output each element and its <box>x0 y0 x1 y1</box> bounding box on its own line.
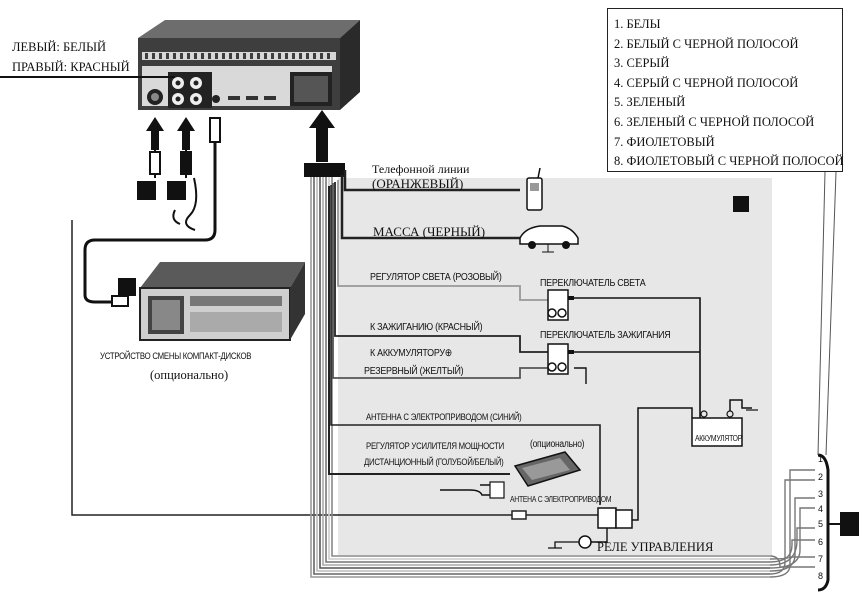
phone-icon <box>526 167 543 211</box>
power-antenna-label: АНТЕНА С ЭЛЕКТРОПРИВОДОМ <box>510 494 612 504</box>
light-regulator-label: РЕГУЛЯТОР СВЕТА (РОЗОВЫЙ) <box>370 271 502 283</box>
wire-color-legend: 1. БЕЛЫ 2. БЕЛЫЙ С ЧЕРНОЙ ПОЛОСОЙ 3. СЕР… <box>607 8 844 172</box>
antenna-label: АНТЕННА С ЭЛЕКТРОПРИВОДОМ (СИНИЙ) <box>366 412 522 423</box>
ignition-switch-label: ПЕРЕКЛЮЧАТЕЛЬ ЗАЖИГАНИЯ <box>540 329 671 341</box>
legend-item: 3. СЕРЫЙ <box>614 56 670 71</box>
phone-color-label: (ОРАНЖЕВЫЙ) <box>372 176 464 191</box>
amplifier-icon <box>513 451 582 487</box>
battery-icon <box>691 410 743 447</box>
marker-square <box>118 278 136 296</box>
connector-pin-number: 8 <box>818 571 823 581</box>
ignition-switch-icon <box>547 343 574 375</box>
ignition-label: К ЗАЖИГАНИЮ (КРАСНЫЙ) <box>370 321 483 333</box>
light-switch-icon <box>547 289 574 321</box>
head-unit <box>138 20 360 110</box>
light-switch-label: ПЕРЕКЛЮЧАТЕЛЬ СВЕТА <box>540 277 646 289</box>
ground-label: МАССА (ЧЕРНЫЙ) <box>373 224 486 239</box>
legend-item: 4. СЕРЫЙ С ЧЕРНОЙ ПОЛОСОЙ <box>614 75 799 90</box>
legend-item: 8. ФИОЛЕТОВЫЙ С ЧЕРНОЙ ПОЛОСОЙ <box>614 154 844 169</box>
legend-item: 6. ЗЕЛЕНЫЙ С ЧЕРНОЙ ПОЛОСОЙ <box>614 114 815 129</box>
harness-connector <box>304 163 345 177</box>
phone-line-label: Телефонной линии <box>372 162 470 176</box>
connector-pin-number: 7 <box>818 554 823 564</box>
cd-changer-label: УСТРОЙСТВО СМЕНЫ КОМПАКТ-ДИСКОВ <box>100 351 252 362</box>
relay-label: РЕЛЕ УПРАВЛЕНИЯ <box>597 540 714 554</box>
battery-to-label: К АККУМУЛЯТОРУ⊕ <box>370 347 452 359</box>
connector-pin-number: 1 <box>818 454 823 464</box>
cd-changer-unit <box>139 262 305 341</box>
backup-label: РЕЗЕРВНЫЙ (ЖЕЛТЫЙ) <box>364 365 464 377</box>
connector-pin-number: 6 <box>818 537 823 547</box>
arrow-icons <box>146 110 335 162</box>
connector-pin-number: 5 <box>818 519 823 529</box>
left-channel-label: ЛЕВЫЙ: БЕЛЫЙ <box>12 40 107 54</box>
cd-changer-optional: (опционально) <box>150 368 229 382</box>
connector-pin-number: 2 <box>818 472 823 482</box>
marker-square <box>733 196 749 212</box>
car-icon <box>519 225 579 253</box>
connector-pin-number: 3 <box>818 489 823 499</box>
legend-item: 7. ФИОЛЕТОВЫЙ <box>614 134 715 149</box>
marker-square <box>840 512 859 536</box>
amp-remote-label: ДИСТАНЦИОННЫЙ (ГОЛУБОЙ/БЕЛЫЙ) <box>364 457 504 468</box>
amp-regulator-label: РЕГУЛЯТОР УСИЛИТЕЛЯ МОЩНОСТИ <box>366 441 504 452</box>
right-channel-label: ПРАВЫЙ: КРАСНЫЙ <box>12 60 130 74</box>
amp-optional-label: (опционально) <box>530 439 585 450</box>
battery-label: АККУМУЛЯТОР <box>695 433 743 443</box>
marker-square <box>167 181 186 200</box>
legend-item: 5. ЗЕЛЕНЫЙ <box>614 95 686 110</box>
legend-item: 1. БЕЛЫ <box>614 17 661 31</box>
connector-pin-number: 4 <box>818 504 823 514</box>
marker-square <box>137 181 156 200</box>
legend-item: 2. БЕЛЫЙ С ЧЕРНОЙ ПОЛОСОЙ <box>614 36 799 51</box>
